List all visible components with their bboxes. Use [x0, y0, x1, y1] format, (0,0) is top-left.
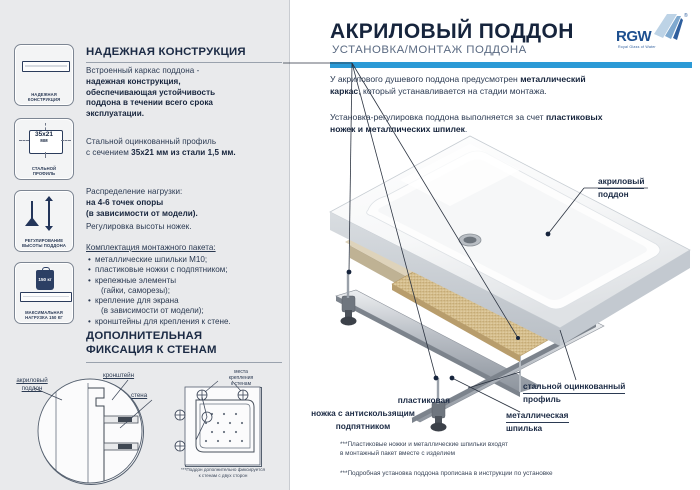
text-line: поддона в течении всего срока: [86, 98, 213, 108]
label-acrylic-tray-line2: поддон: [21, 385, 43, 392]
list-item: кронштейны для крепления к стене.: [88, 317, 286, 328]
icon-caption-line2: НАГРУЗКА 150 КГ: [25, 315, 63, 320]
text-line-bold: 35х21 мм из стали 1,5 мм.: [131, 147, 236, 157]
kit-list: металлические шпильки M10; пластиковые н…: [88, 255, 286, 327]
wall-fixation-detail-circle: [38, 379, 144, 485]
list-item: (гайки, саморезы);: [101, 285, 170, 295]
label-acrylic-tray-line1: акриловый: [598, 176, 645, 189]
label-plastic-leg-line1: пластиковая: [397, 395, 450, 405]
leader-dots: [346, 231, 551, 381]
label-wall: стена: [131, 392, 148, 399]
text-line: Встроенный каркас поддона -: [86, 66, 200, 75]
icon-caption: МАКСИМАЛЬНАЯ НАГРУЗКА 150 КГ: [17, 310, 71, 320]
max-load-icon: 150 кг: [15, 267, 73, 302]
paragraph-load-distribution: Распределение нагрузки: на 4-6 точек опо…: [86, 187, 286, 219]
icon-caption: НАДЕЖНАЯ КОНСТРУКЦИЯ: [17, 92, 71, 102]
icon-caption-line1: РЕГУЛИРОВАНИЕ: [24, 238, 64, 243]
leg-height-icon: [15, 195, 73, 231]
icon-box-height-adjust: РЕГУЛИРОВАНИЕ ВЫСОТЫ ПОДДОНА: [14, 190, 74, 252]
frame-rail-icon: [15, 49, 73, 83]
label-steel-profile-line1: стальной оцинкованный: [523, 381, 626, 394]
heading-underline: [86, 362, 282, 363]
label-metal-stud-line1: металлическая: [506, 410, 569, 423]
text-line: Стальной оцинкованный профиль: [86, 137, 217, 146]
text-line: надежная конструкция,: [86, 76, 181, 86]
registered-mark: ®: [684, 13, 688, 19]
brand-logo: RGW ® Royal Glass of Water: [614, 12, 692, 56]
icon-caption-line1: СТАЛЬНОЙ: [31, 166, 57, 171]
label-metal-stud-line2: шпилька: [506, 423, 543, 433]
page-title: АКРИЛОВЫЙ ПОДДОН: [330, 20, 574, 43]
heading-underline: [86, 62, 282, 63]
profile-dimension-value: 35x21: [34, 131, 54, 138]
section-heading-reliable-construction: НАДЕЖНАЯ КОНСТРУКЦИЯ: [86, 46, 246, 58]
footnote-2: ***Подробная установка поддона прописана…: [340, 470, 553, 477]
list-item: металлические шпильки M10;: [88, 255, 286, 266]
list-item: крепежные элементы: [88, 276, 286, 287]
kit-title: Комплектация монтажного пакета:: [86, 243, 216, 252]
icon-box-max-load: 150 кг МАКСИМАЛЬНАЯ НАГРУЗКА 150 КГ: [14, 262, 74, 324]
profile-section-icon: 35x21 мм: [15, 123, 73, 158]
profile-dimension-unit: мм: [40, 138, 48, 144]
intro-paragraph-1: У акрилового душевого поддона предусмотр…: [330, 74, 586, 96]
list-item: пластиковые ножки с подпятником;: [88, 265, 286, 276]
label-acrylic-tray-line1: акриловый: [16, 377, 48, 384]
icon-caption-line2: ВЫСОТЫ ПОДДОНА: [21, 243, 66, 248]
icon-caption-line2: КОНСТРУКЦИЯ: [27, 97, 61, 102]
text-line: (в зависимости от модели).: [86, 208, 198, 218]
icon-caption: СТАЛЬНОЙ ПРОФИЛЬ: [17, 166, 71, 176]
label-steel-profile-line2: профиль: [523, 394, 561, 404]
section-heading-wall-fixation-line2: ФИКСАЦИЯ К СТЕНАМ: [86, 344, 217, 356]
label-plastic-leg-line2: ножка с антискользящим: [311, 408, 415, 418]
text-line: эксплуатации.: [86, 109, 145, 119]
icon-caption-line1: НАДЕЖНАЯ: [31, 92, 57, 97]
text-line: с сечением: [86, 147, 132, 157]
icon-caption-line2: ПРОФИЛЬ: [32, 171, 56, 176]
icon-caption: РЕГУЛИРОВАНИЕ ВЫСОТЫ ПОДДОНА: [17, 238, 71, 248]
text-line: обеспечивающая устойчивость: [86, 87, 216, 97]
logo-mark-icon: [650, 12, 684, 42]
list-item: крепление для экрана: [88, 296, 286, 307]
label-acrylic-tray-line2: поддон: [598, 189, 629, 199]
wall-fixation-footnote: ***Поддон дополнительно фиксируется к ст…: [181, 467, 265, 478]
logo-tagline: Royal Glass of Water: [618, 45, 656, 49]
logo-wordmark: RGW: [616, 28, 652, 45]
label-plastic-leg-line3: подпятником: [335, 421, 391, 431]
icon-box-steel-profile: 35x21 мм СТАЛЬНОЙ ПРОФИЛЬ: [14, 118, 74, 180]
list-item: (в зависимости от модели);: [101, 306, 204, 316]
left-panel: НАДЕЖНАЯ КОНСТРУКЦИЯ 35x21 мм СТАЛЬНОЙ: [0, 0, 290, 490]
substrate-plate-group: [345, 174, 644, 362]
paragraph-leg-adjust: Регулировка высоты ножек.: [86, 222, 286, 233]
label-bracket: кронштейн: [103, 372, 135, 379]
paragraph-reliable-construction: Встроенный каркас поддона - надежная кон…: [86, 66, 286, 120]
text-line: на 4-6 точек опоры: [86, 197, 164, 207]
text-line: Распределение нагрузки:: [86, 187, 183, 196]
icon-box-reliable-construction: НАДЕЖНАЯ КОНСТРУКЦИЯ: [14, 44, 74, 106]
paragraph-steel-profile: Стальной оцинкованный профиль с сечением…: [86, 137, 291, 159]
footnote-1: ***Пластиковые ножки и металлические шпи…: [340, 441, 508, 457]
page-subtitle: УСТАНОВКА/МОНТАЖ ПОДДОНА: [332, 44, 527, 56]
acrylic-tray-group: [329, 135, 691, 346]
left-panel-content: НАДЕЖНАЯ КОНСТРУКЦИЯ 35x21 мм СТАЛЬНОЙ: [0, 0, 290, 490]
text-line: Регулировка высоты ножек.: [86, 222, 192, 231]
accent-divider: [330, 62, 692, 68]
label-wall-fixation-points: места крепления к стенам: [228, 369, 254, 387]
intro-paragraph-2: Установка-регулировка поддона выполняетс…: [330, 112, 603, 134]
icon-caption-line1: МАКСИМАЛЬНАЯ: [25, 310, 63, 315]
max-load-value: 150 кг: [38, 277, 52, 282]
section-heading-wall-fixation-line1: ДОПОЛНИТЕЛЬНАЯ: [86, 330, 203, 342]
tray-plan-view: [185, 387, 262, 467]
